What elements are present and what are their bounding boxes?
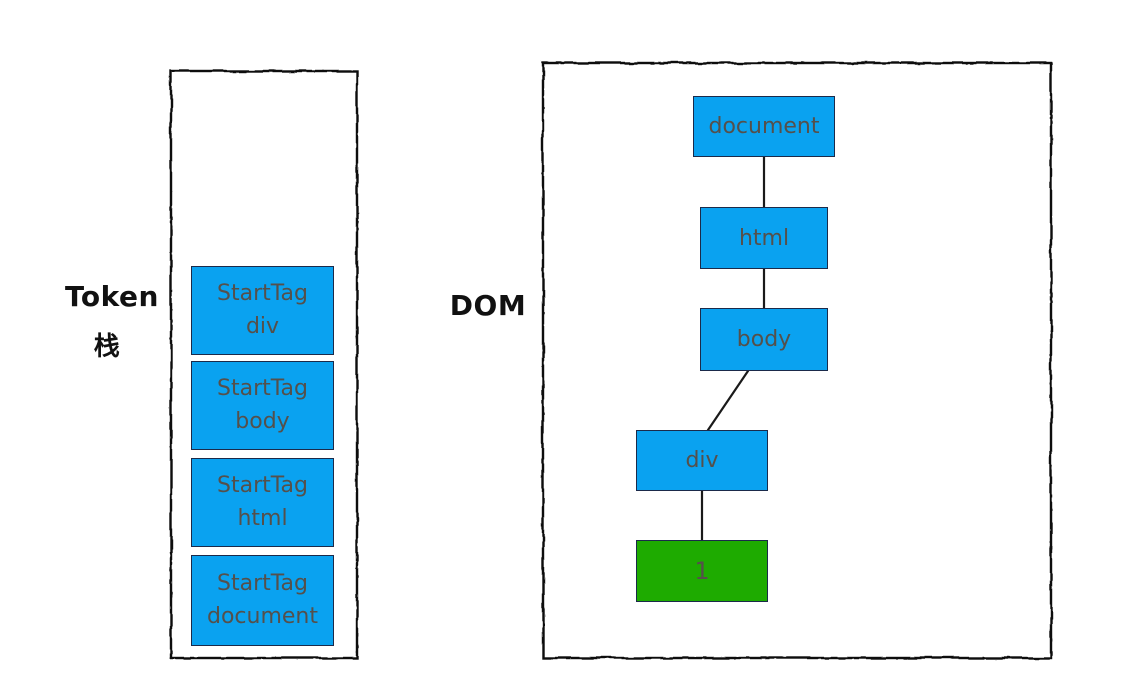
token-type: StartTag xyxy=(217,571,308,596)
token-type: StartTag xyxy=(217,376,308,401)
token-stack-item: StartTag document xyxy=(191,555,334,646)
token-tag: div xyxy=(245,314,280,339)
token-stack-sublabel: 栈 xyxy=(93,332,121,362)
dom-node-div: div xyxy=(636,430,768,491)
dom-label: DOM xyxy=(449,289,527,322)
token-stack-item: StartTag html xyxy=(191,458,334,547)
token-tag: html xyxy=(237,506,288,531)
dom-node-textnode: 1 xyxy=(636,540,768,602)
dom-node-document: document xyxy=(693,96,835,157)
token-stack-item: StartTag body xyxy=(191,361,334,450)
token-tag: body xyxy=(235,409,290,434)
token-type: StartTag xyxy=(217,473,308,498)
dom-node-html: html xyxy=(700,207,828,269)
token-stack-label: Token xyxy=(65,280,159,313)
dom-node-body: body xyxy=(700,308,828,371)
token-type: StartTag xyxy=(217,281,308,306)
token-stack-item: StartTag div xyxy=(191,266,334,355)
edge-body-div xyxy=(706,369,750,432)
token-tag: document xyxy=(207,604,318,629)
token-stack-container-border xyxy=(169,69,359,660)
dom-container-border xyxy=(541,61,1053,660)
